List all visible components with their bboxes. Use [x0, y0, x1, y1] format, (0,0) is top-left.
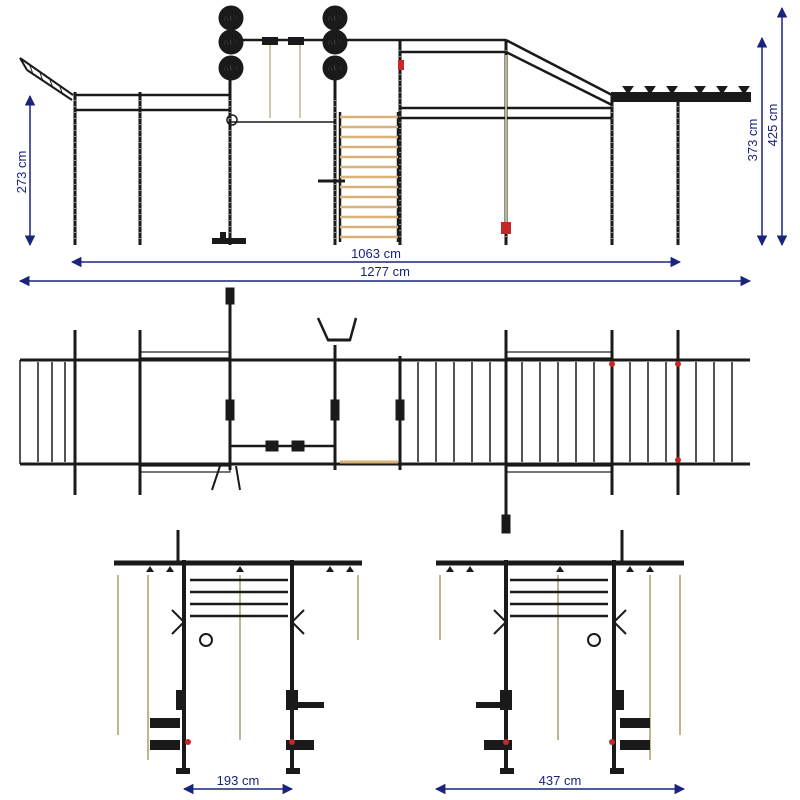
atx-logo-badge: ATX — [322, 5, 348, 31]
plan-main-beams — [19, 358, 750, 466]
atx-logo-badge: ATX — [218, 55, 244, 81]
wall-bars — [338, 112, 400, 242]
side-left-uprights — [182, 560, 294, 772]
right-monkey-plate — [611, 86, 751, 102]
side-elevation-right-view: 437 cm — [434, 530, 686, 795]
rope-hook — [398, 60, 404, 70]
svg-text:ATX: ATX — [327, 64, 343, 73]
atx-medallions: ATX ATX ATX ATX ATX ATX — [218, 5, 348, 81]
top-plan-view — [19, 287, 750, 534]
plan-attachments — [139, 287, 613, 534]
front-dimensions: 273 cm 373 cm 425 cm 1063 cm 1277 cm — [14, 6, 788, 287]
side-left-red-anchors — [185, 739, 295, 745]
side-right-attachments — [476, 690, 650, 774]
upright-holes — [74, 50, 679, 240]
side-right-ladder — [493, 578, 627, 647]
plan-posts — [73, 290, 680, 530]
atx-logo-badge: ATX — [322, 29, 348, 55]
dimension-label-width-inner: 1063 cm — [351, 246, 401, 261]
side-left-ropes — [117, 575, 359, 760]
side-right-uprights — [504, 560, 616, 772]
svg-text:ATX: ATX — [327, 14, 343, 23]
side-left-attachments — [150, 690, 324, 774]
front-elevation-view: ATX ATX ATX ATX ATX ATX — [19, 5, 751, 245]
side-elevation-left-view: 193 cm — [114, 530, 362, 795]
dimension-label-height-left: 273 cm — [14, 151, 29, 194]
side-right-ropes — [439, 575, 681, 760]
top-crossbar-clamps — [262, 37, 304, 45]
dimension-label-depth-right: 437 cm — [539, 773, 582, 788]
plan-cross-rungs-right — [417, 362, 733, 462]
side-left-ladder — [171, 578, 305, 647]
svg-text:ATX: ATX — [223, 14, 239, 23]
side-left-plate-hooks — [146, 566, 354, 572]
svg-text:ATX: ATX — [223, 64, 239, 73]
left-angled-wing — [19, 57, 74, 101]
gymnastic-rings — [226, 45, 301, 126]
atx-logo-badge: ATX — [218, 5, 244, 31]
plan-red-anchors — [609, 361, 681, 463]
atx-logo-badge: ATX — [322, 55, 348, 81]
dimension-label-height-right-inner: 373 cm — [745, 119, 760, 162]
svg-text:ATX: ATX — [327, 38, 343, 47]
dimension-label-width-total: 1277 cm — [360, 264, 410, 279]
svg-text:ATX: ATX — [223, 38, 239, 47]
landmine-base — [212, 232, 246, 244]
rope-anchor — [501, 222, 511, 234]
dimension-label-height-right-outer: 425 cm — [765, 104, 780, 147]
side-right-plate-hooks — [446, 566, 654, 572]
side-right-red-anchors — [503, 739, 615, 745]
plan-cross-rungs-left — [37, 362, 66, 462]
atx-logo-badge: ATX — [218, 29, 244, 55]
front-uprights — [73, 40, 680, 245]
dimension-label-depth-left: 193 cm — [217, 773, 260, 788]
front-beams — [75, 38, 750, 123]
